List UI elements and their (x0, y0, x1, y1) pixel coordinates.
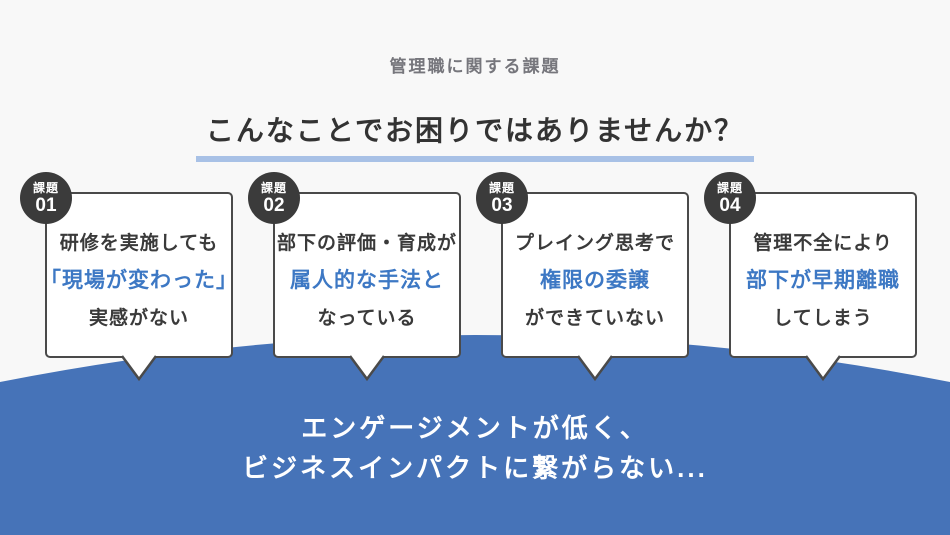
slide-title: こんなことでお困りではありませんか？ (195, 109, 755, 162)
issue-badge-02: 課題 02 (248, 172, 300, 224)
card-line: 部下の評価・育成が (276, 233, 457, 254)
card-line: 研修を実施しても (59, 233, 219, 254)
card-line-emphasis: 部下が早期離職 (746, 269, 900, 292)
card-line: 実感がない (88, 308, 189, 329)
issue-card-04: 課題 04 管理不全により 部下が早期離職 してしまう (704, 172, 917, 382)
speech-tail (576, 355, 614, 382)
card-line: プレイング思考で (514, 233, 675, 254)
speech-tail (120, 355, 158, 382)
badge-number: 03 (491, 194, 513, 216)
card-line: してしまう (773, 308, 873, 329)
badge-label: 課題 (260, 180, 287, 195)
card-line-emphasis: 属人的な手法と (290, 269, 444, 292)
header: 管理職に関する課題 こんなことでお困りではありませんか？ (0, 0, 950, 162)
badge-label: 課題 (716, 180, 743, 195)
card-text: 研修を実施しても 「現場が変わった」 実感がない (40, 194, 237, 356)
issue-badge-01: 課題 01 (20, 172, 72, 224)
conclusion-line-1: エンゲージメントが低く、 (301, 413, 649, 443)
card-line-emphasis: 権限の委譲 (540, 269, 650, 292)
badge-label: 課題 (32, 180, 59, 195)
conclusion-line-2: ビジネスインパクトに繋がらない... (242, 453, 708, 483)
card-text: 管理不全により 部下が早期離職 してしまう (731, 194, 915, 356)
card-line: なっている (317, 308, 417, 329)
card-line: 管理不全により (753, 233, 893, 254)
slide-subtitle: 管理職に関する課題 (389, 57, 561, 76)
issue-card-03: 課題 03 プレイング思考で 権限の委譲 ができていない (476, 172, 689, 382)
card-text: 部下の評価・育成が 属人的な手法と なっている (275, 194, 459, 356)
conclusion-text: エンゲージメントが低く、 ビジネスインパクトに繋がらない... (0, 408, 950, 488)
badge-number: 01 (35, 194, 57, 216)
speech-tail (804, 355, 842, 382)
speech-tail (348, 355, 386, 382)
badge-number: 04 (719, 194, 741, 216)
card-text: プレイング思考で 権限の委譲 ができていない (503, 194, 687, 356)
issue-badge-03: 課題 03 (476, 172, 528, 224)
issue-card-01: 課題 01 研修を実施しても 「現場が変わった」 実感がない (20, 172, 237, 382)
issue-badge-04: 課題 04 (704, 172, 756, 224)
badge-number: 02 (263, 194, 285, 216)
card-line: ができていない (524, 308, 665, 329)
card-line-emphasis: 「現場が変わった」 (40, 269, 238, 292)
issue-card-02: 課題 02 部下の評価・育成が 属人的な手法と なっている (248, 172, 461, 382)
badge-label: 課題 (488, 180, 515, 195)
